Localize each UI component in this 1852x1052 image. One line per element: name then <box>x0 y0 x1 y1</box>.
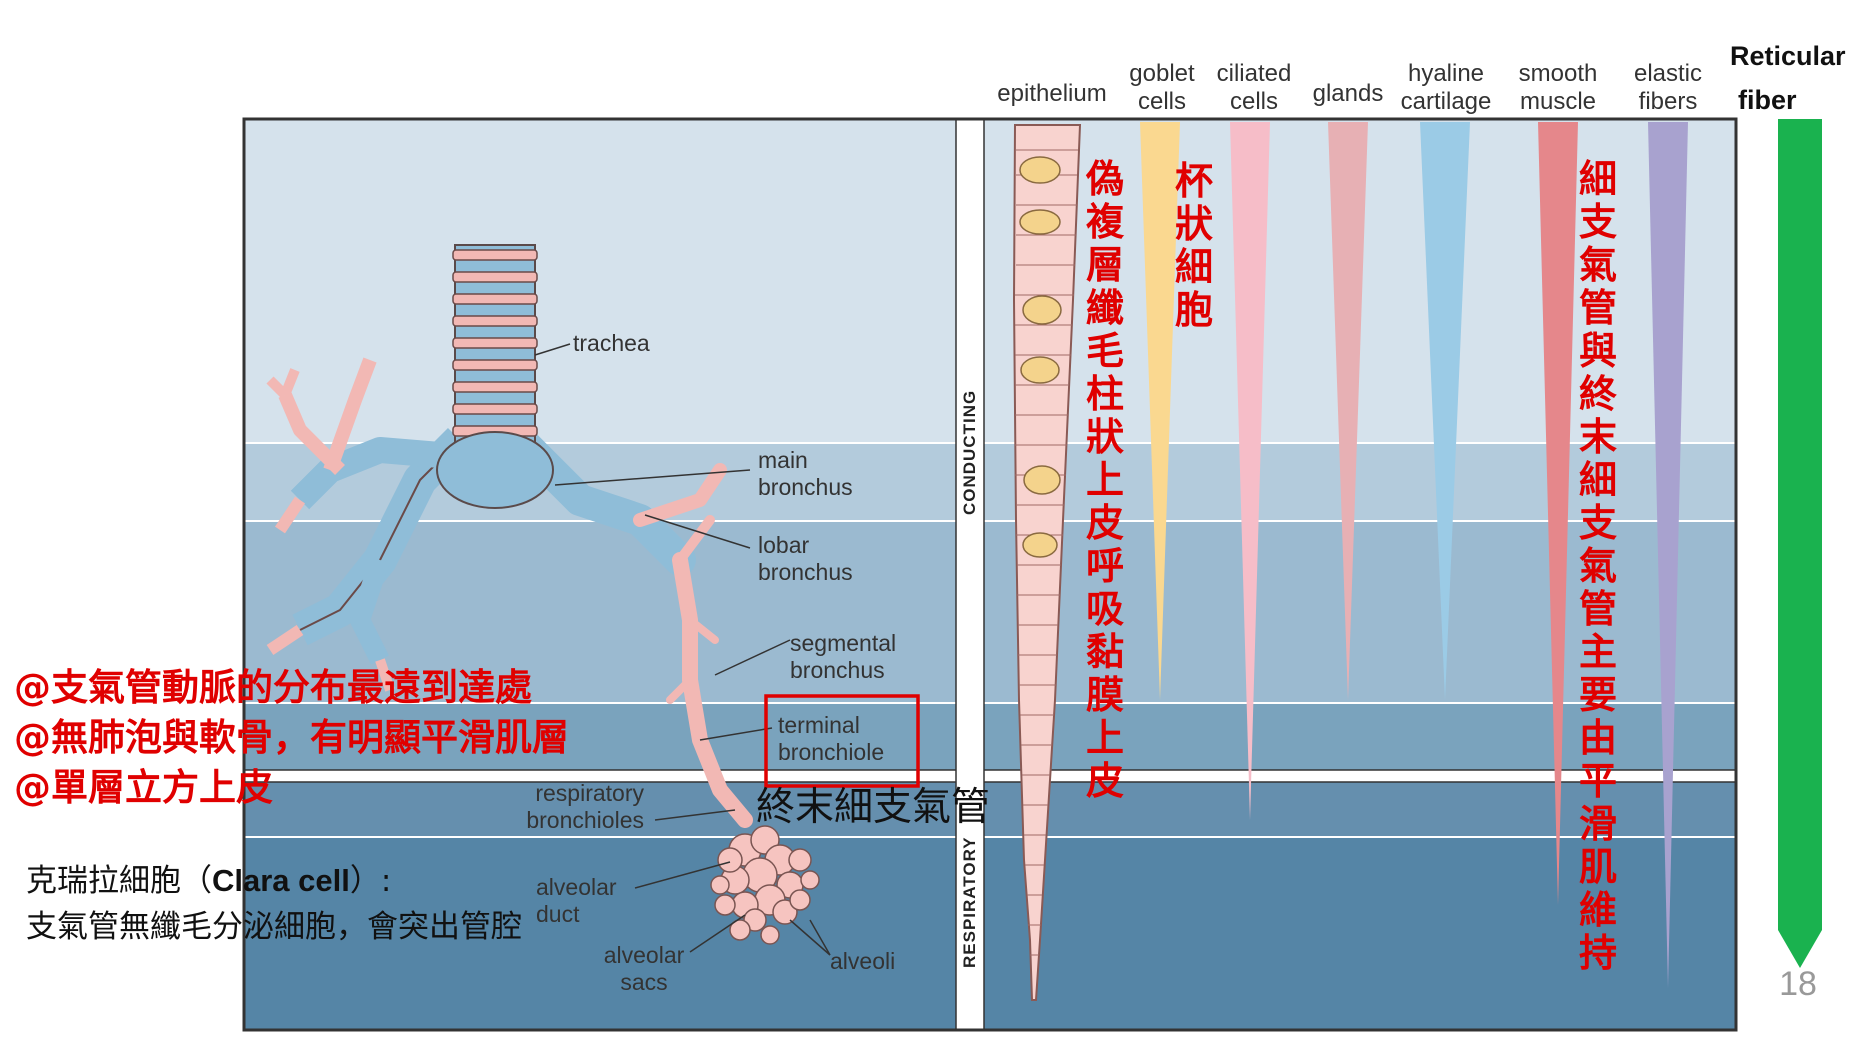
band-alveolar <box>244 837 1736 1030</box>
annotation-goblet-cells: 杯狀細胞 <box>1174 159 1213 332</box>
leader-lines <box>534 343 831 956</box>
terminal-bronchiole-highlight <box>764 694 920 788</box>
annotation-pseudostratified: 偽複層纖毛柱狀上皮 呼吸黏膜上皮 <box>1085 157 1124 803</box>
note-cuboidal: @單層立方上皮 <box>14 766 273 809</box>
header-epithelium: epithelium <box>997 80 1107 107</box>
band-terminal <box>244 703 1736 770</box>
header-glands: glands <box>1312 80 1384 107</box>
elastic-fibers-bar <box>1648 122 1688 988</box>
page-number: 18 <box>1779 965 1817 1003</box>
alveolar-cluster <box>710 825 820 945</box>
background-bands <box>244 119 1736 1030</box>
figure-frame <box>242 117 1738 1032</box>
note-no-alveoli: @無肺泡與軟骨，有明顯平滑肌層 <box>14 716 569 759</box>
trachea-rings <box>436 244 554 509</box>
zone-conducting: CONDUCTING <box>960 389 979 515</box>
smooth-muscle-bar <box>1538 122 1578 905</box>
component-bars <box>1140 119 1822 988</box>
note-bronchial-artery: @支氣管動脈的分布最遠到達處 <box>14 666 532 709</box>
airway-tree <box>266 244 831 956</box>
ciliated-cells-bar <box>1230 122 1270 820</box>
annotation-terminal-bronchiole-cn: 終末細支氣管 <box>756 785 991 830</box>
zone-respiratory: RESPIRATORY <box>960 836 979 968</box>
label-alveoli: alveoli <box>830 948 896 974</box>
hyaline-cartilage-bar <box>1420 122 1470 700</box>
reticular-fiber-bar <box>1778 119 1822 968</box>
band-lobar <box>244 521 1736 703</box>
clara-cell-description: 支氣管無纖毛分泌細胞，會突出管腔 <box>26 909 522 945</box>
goblet-cells-bar <box>1140 122 1180 700</box>
clara-cell-title: 克瑞拉細胞（Clara cell）: <box>26 863 392 899</box>
annotation-smooth-muscle: 細支氣管 與終末細支氣管主要由平滑肌維持 <box>1578 157 1617 975</box>
epithelium-column <box>1012 124 1082 1001</box>
label-trachea: trachea <box>573 330 650 356</box>
glands-bar <box>1328 122 1368 700</box>
